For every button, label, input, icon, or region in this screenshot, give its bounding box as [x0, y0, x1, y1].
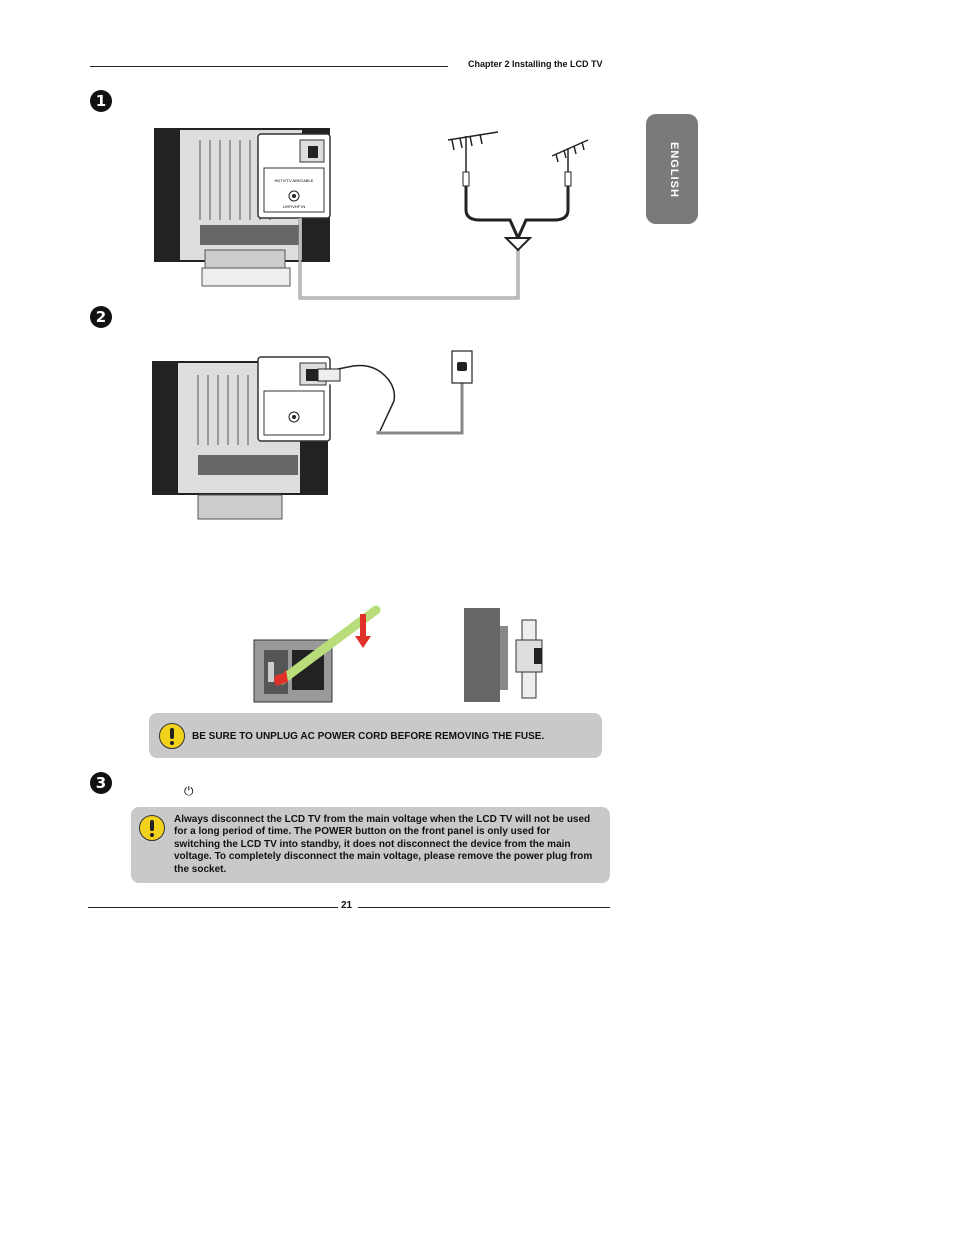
chapter-title: Chapter 2 Installing the LCD TV [468, 59, 603, 69]
fuse-warning-box: BE SURE TO UNPLUG AC POWER CORD BEFORE R… [149, 713, 602, 758]
disconnect-warning-text: Always disconnect the LCD TV from the ma… [174, 814, 593, 875]
language-tab: ENGLISH [646, 114, 698, 224]
language-tab-label: ENGLISH [668, 142, 680, 198]
step-2-marker: 2 [90, 306, 112, 328]
hdtv-label: HDTV/TV AIR/CABLE [275, 178, 314, 183]
caution-icon [159, 723, 185, 749]
page-number: 21 [341, 900, 353, 911]
caution-icon [139, 815, 165, 841]
power-icon: ⏻ [184, 784, 194, 798]
footer-rule-right [358, 907, 610, 908]
power-cord-illustration [152, 350, 473, 520]
fuse-removal-illustration [253, 605, 543, 703]
step-3-marker: 3 [90, 772, 112, 794]
uhf-vhf-label: UHF/VHF IN [283, 204, 306, 209]
antenna-connection-illustration: HDTV/TV AIR/CABLE UHF/VHF IN [154, 128, 589, 300]
step-1-marker: 1 [90, 90, 112, 112]
footer-rule-left [88, 907, 338, 908]
header-rule [90, 66, 448, 67]
fuse-warning-text: BE SURE TO UNPLUG AC POWER CORD BEFORE R… [192, 731, 545, 742]
disconnect-warning-box: Always disconnect the LCD TV from the ma… [131, 807, 610, 883]
